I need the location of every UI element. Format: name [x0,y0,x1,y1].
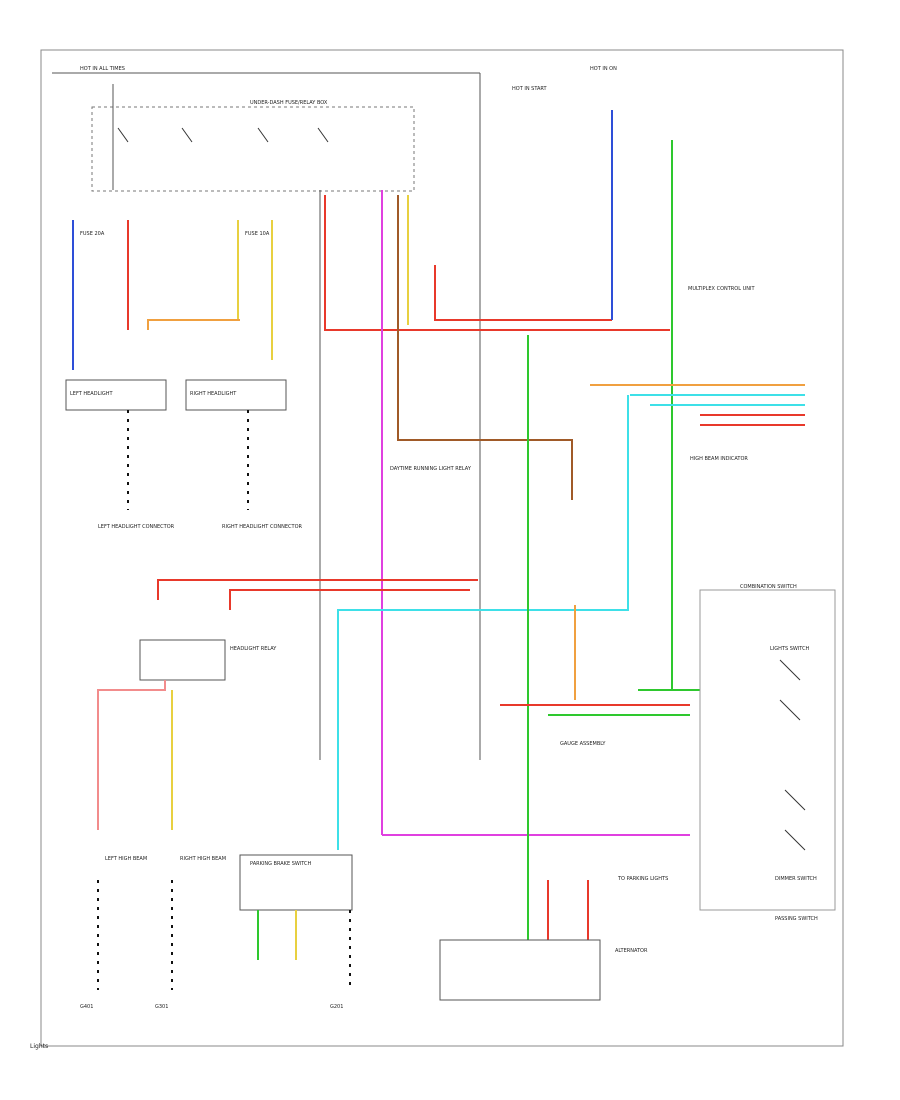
lights-switch-contact [779,659,801,681]
relay-contact-2 [181,127,193,143]
alternator-box [439,939,601,1001]
parking-lights-label: TO PARKING LIGHTS [617,876,668,882]
multiplex-label: MULTIPLEX CONTROL UNIT [688,286,755,292]
brown-wire [397,195,573,500]
hot-in-all-label: HOT IN ALL TIMES [80,66,125,72]
relay-contact-4 [317,127,329,143]
lights-switch-contact-2 [779,699,801,721]
daytime-running-label: DAYTIME RUNNING LIGHT RELAY [390,466,472,472]
right-headlight-box [185,379,287,411]
relay-contact-3 [257,127,269,143]
pink-high-beam-left [97,680,166,830]
fuse-label-2: FUSE 10A [245,231,270,237]
right-headlight-label: RIGHT HEADLIGHT [190,391,237,397]
red-lower-run [157,579,478,600]
dimmer-switch-contact [784,789,806,811]
under-dash-label: UNDER-DASH FUSE/RELAY BOX [250,100,328,106]
under-dash-box [91,106,415,192]
cyan-long-wire [337,395,629,850]
parking-brake-label: PARKING BRAKE SWITCH [250,861,312,867]
fuse-label-1: FUSE 20A [80,231,105,237]
red-main-wire [324,195,670,331]
diagram-frame [40,49,844,1047]
right-high-beam-label: RIGHT HIGH BEAM [180,856,226,862]
passing-switch-contact [784,829,806,851]
g201-label: G201 [330,1004,343,1010]
headlight-relay-box [139,639,226,681]
combination-switch-label: COMBINATION SWITCH [740,584,797,590]
left-headlight-connector-label: LEFT HEADLIGHT CONNECTOR [98,524,175,530]
alternator-label: ALTERNATOR [615,948,648,954]
left-headlight-label: LEFT HEADLIGHT [70,391,113,397]
relay-contact-1 [117,127,129,143]
passing-switch-label: PASSING SWITCH [775,916,818,922]
g301-label: G301 [155,1004,168,1010]
orange-jumper-wire [147,319,240,330]
right-headlight-connector-label: RIGHT HEADLIGHT CONNECTOR [222,524,303,530]
gauge-assembly-label: GAUGE ASSEMBLY [560,741,606,747]
left-headlight-box [65,379,167,411]
combination-switch-box [699,589,836,911]
footer-label: Lights [30,1043,49,1050]
hot-in-start-label: HOT IN START [512,86,548,92]
red-lower-run-2 [229,589,470,610]
g401-label: G401 [80,1004,93,1010]
headlight-relay-label: HEADLIGHT RELAY [230,646,277,652]
lights-switch-label: LIGHTS SWITCH [770,646,810,652]
dimmer-switch-label: DIMMER SWITCH [775,876,817,882]
hot-on-label: HOT IN ON [590,66,617,72]
red-upper-wire [434,265,612,321]
left-high-beam-label: LEFT HIGH BEAM [105,856,147,862]
high-beam-indicator-label: HIGH BEAM INDICATOR [690,456,748,462]
